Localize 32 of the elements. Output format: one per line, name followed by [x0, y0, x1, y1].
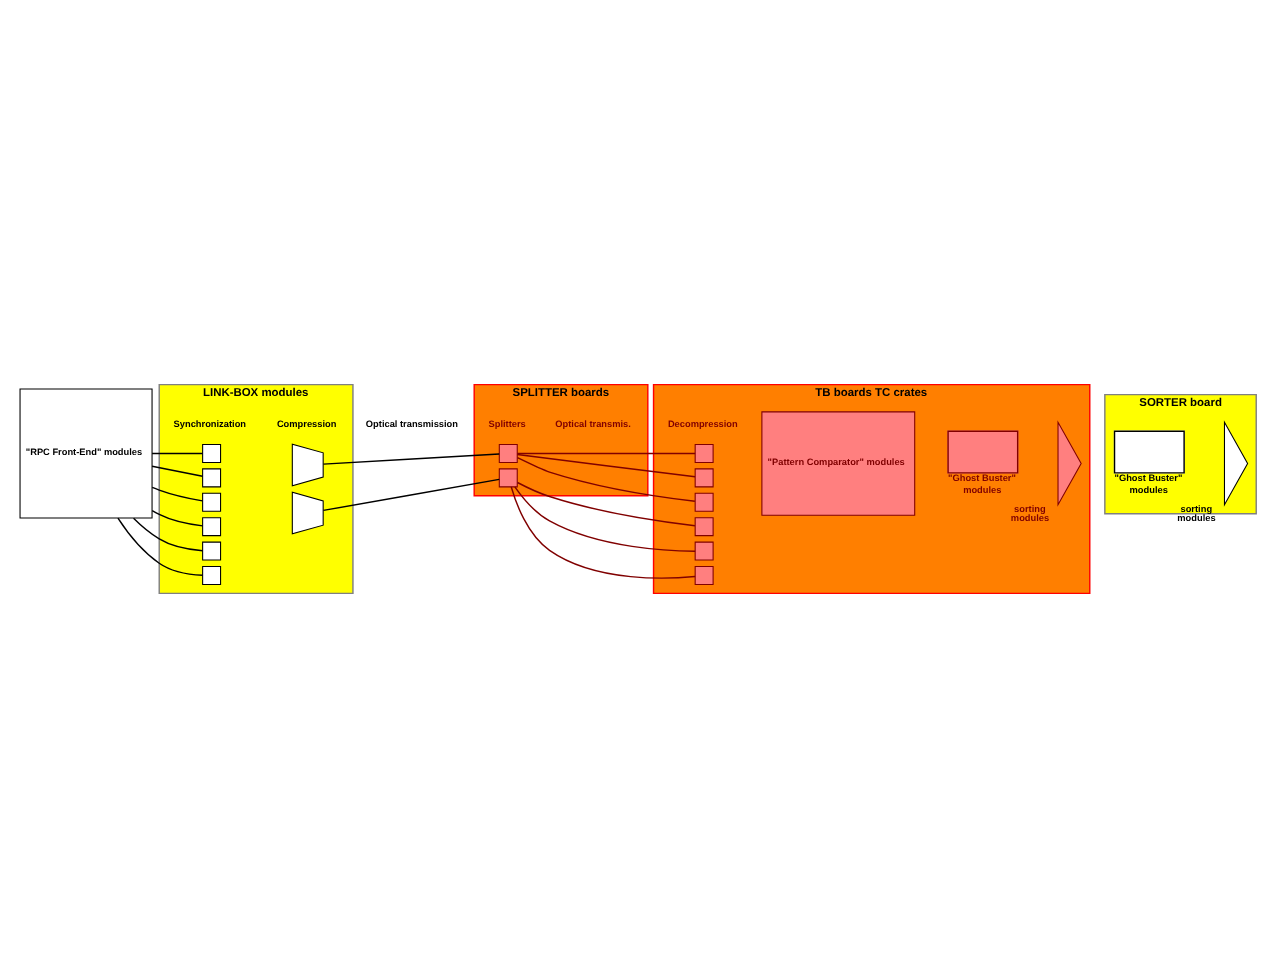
connector — [151, 508, 204, 526]
connector — [516, 452, 696, 477]
node-box — [202, 564, 222, 584]
connector — [322, 452, 500, 464]
node-box — [694, 442, 714, 462]
node-box — [694, 491, 714, 511]
node-box — [694, 516, 714, 536]
node-triangle — [1223, 419, 1249, 506]
connector — [117, 516, 204, 576]
connector — [132, 516, 204, 551]
connector — [510, 485, 696, 578]
connector — [516, 480, 696, 526]
connector — [151, 464, 204, 476]
node-box — [694, 540, 714, 560]
node-trapezoid — [291, 490, 324, 534]
node-triangle — [1057, 419, 1082, 506]
node-box — [202, 467, 222, 487]
node-box — [202, 442, 222, 462]
node-box — [498, 442, 518, 462]
connector — [516, 451, 696, 454]
node-box — [498, 467, 518, 487]
connector — [514, 485, 696, 551]
connector — [151, 451, 204, 454]
node-box — [694, 564, 714, 584]
connector — [151, 485, 204, 501]
connector — [516, 456, 696, 502]
connector — [322, 477, 500, 511]
node-box — [202, 516, 222, 536]
node-box — [694, 467, 714, 487]
node-box — [202, 540, 222, 560]
node-trapezoid — [291, 442, 324, 486]
node-box — [202, 491, 222, 511]
